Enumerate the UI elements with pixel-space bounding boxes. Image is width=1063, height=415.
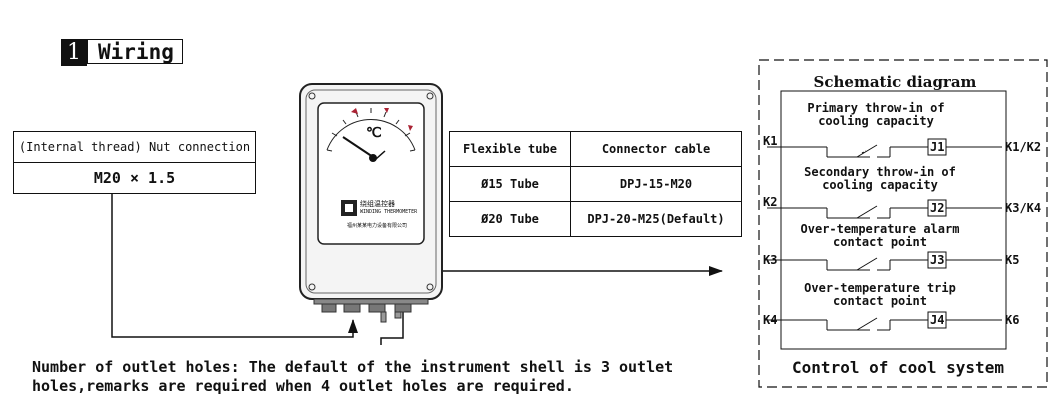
k-right-1: K1/K2 [1005,140,1042,154]
circuit-2 [767,199,1002,219]
note-line1: Number of outlet holes: The default of t… [32,358,674,376]
circuit-1-label2: cooling capacity [818,114,934,128]
circuit-3-label2: contact point [833,235,927,249]
relay-j2: J2 [930,201,945,215]
k-right-3: K5 [1005,253,1020,267]
tube-cell: Ø20 Tube [449,201,571,237]
circuit-4 [767,311,1002,331]
thermometer-device [299,83,443,323]
k-left-3: K3 [763,253,778,267]
circuit-3-label: Over-temperature alarm contact point [800,223,960,249]
circuit-1-label: Primary throw-in of cooling capacity [806,102,946,128]
section-title: Wiring [87,39,183,64]
circuit-3-label1: Over-temperature alarm [800,222,960,236]
dial-unit: ℃ [366,125,382,141]
k-left-1: K1 [763,134,778,148]
section-number: 1 [61,39,87,66]
outlet-note: Number of outlet holes: The default of t… [32,358,772,396]
note-line2: holes,remarks are required when 4 outlet… [32,377,574,395]
connector-line-right [380,266,723,345]
nut-header: (Internal thread) Nut connection [13,131,256,163]
device-brand: 绕组温控器 WINDING THERMOMETER [360,200,420,216]
cable-header: Connector cable [570,131,742,167]
tube-cable-table: Flexible tube Connector cable Ø15 Tube D… [449,131,742,237]
k-left-4: K4 [763,313,778,327]
cable-cell: DPJ-20-M25(Default) [570,201,742,237]
k-right-4: K6 [1005,313,1020,327]
cable-cell: DPJ-15-M20 [570,166,742,202]
circuit-4-label2: contact point [833,294,927,308]
relay-j1: J1 [930,140,945,154]
schematic-title: Schematic diagram [813,73,977,91]
circuit-3 [767,251,1002,271]
tube-cell: Ø15 Tube [449,166,571,202]
circuit-2-label2: cooling capacity [822,178,938,192]
schematic-border [758,59,1048,388]
k-left-2: K2 [763,195,778,209]
relay-j4: J4 [930,313,945,327]
circuit-2-label: Secondary throw-in of cooling capacity [800,166,960,192]
circuit-4-label1: Over-temperature trip [804,281,956,295]
connector-line-left [111,193,358,338]
nut-connection-table: (Internal thread) Nut connection M20 × 1… [13,131,256,194]
relay-j3: J3 [930,253,945,267]
circuit-1-label1: Primary throw-in of [807,101,945,115]
k-right-2: K3/K4 [1005,201,1042,215]
device-brand-line1: 绕组温控器 [360,200,395,208]
device-brand-line2: WINDING THERMOMETER [360,209,418,215]
circuit-2-label1: Secondary throw-in of [804,165,956,179]
schematic-inner-box [780,90,1007,350]
circuit-1 [767,138,1002,158]
device-maker: 福州某某电力设备有限公司 [346,223,407,229]
circuit-4-label: Over-temperature trip contact point [800,282,960,308]
schematic-footer: Control of cool system [792,358,1004,377]
nut-value: M20 × 1.5 [13,162,256,194]
